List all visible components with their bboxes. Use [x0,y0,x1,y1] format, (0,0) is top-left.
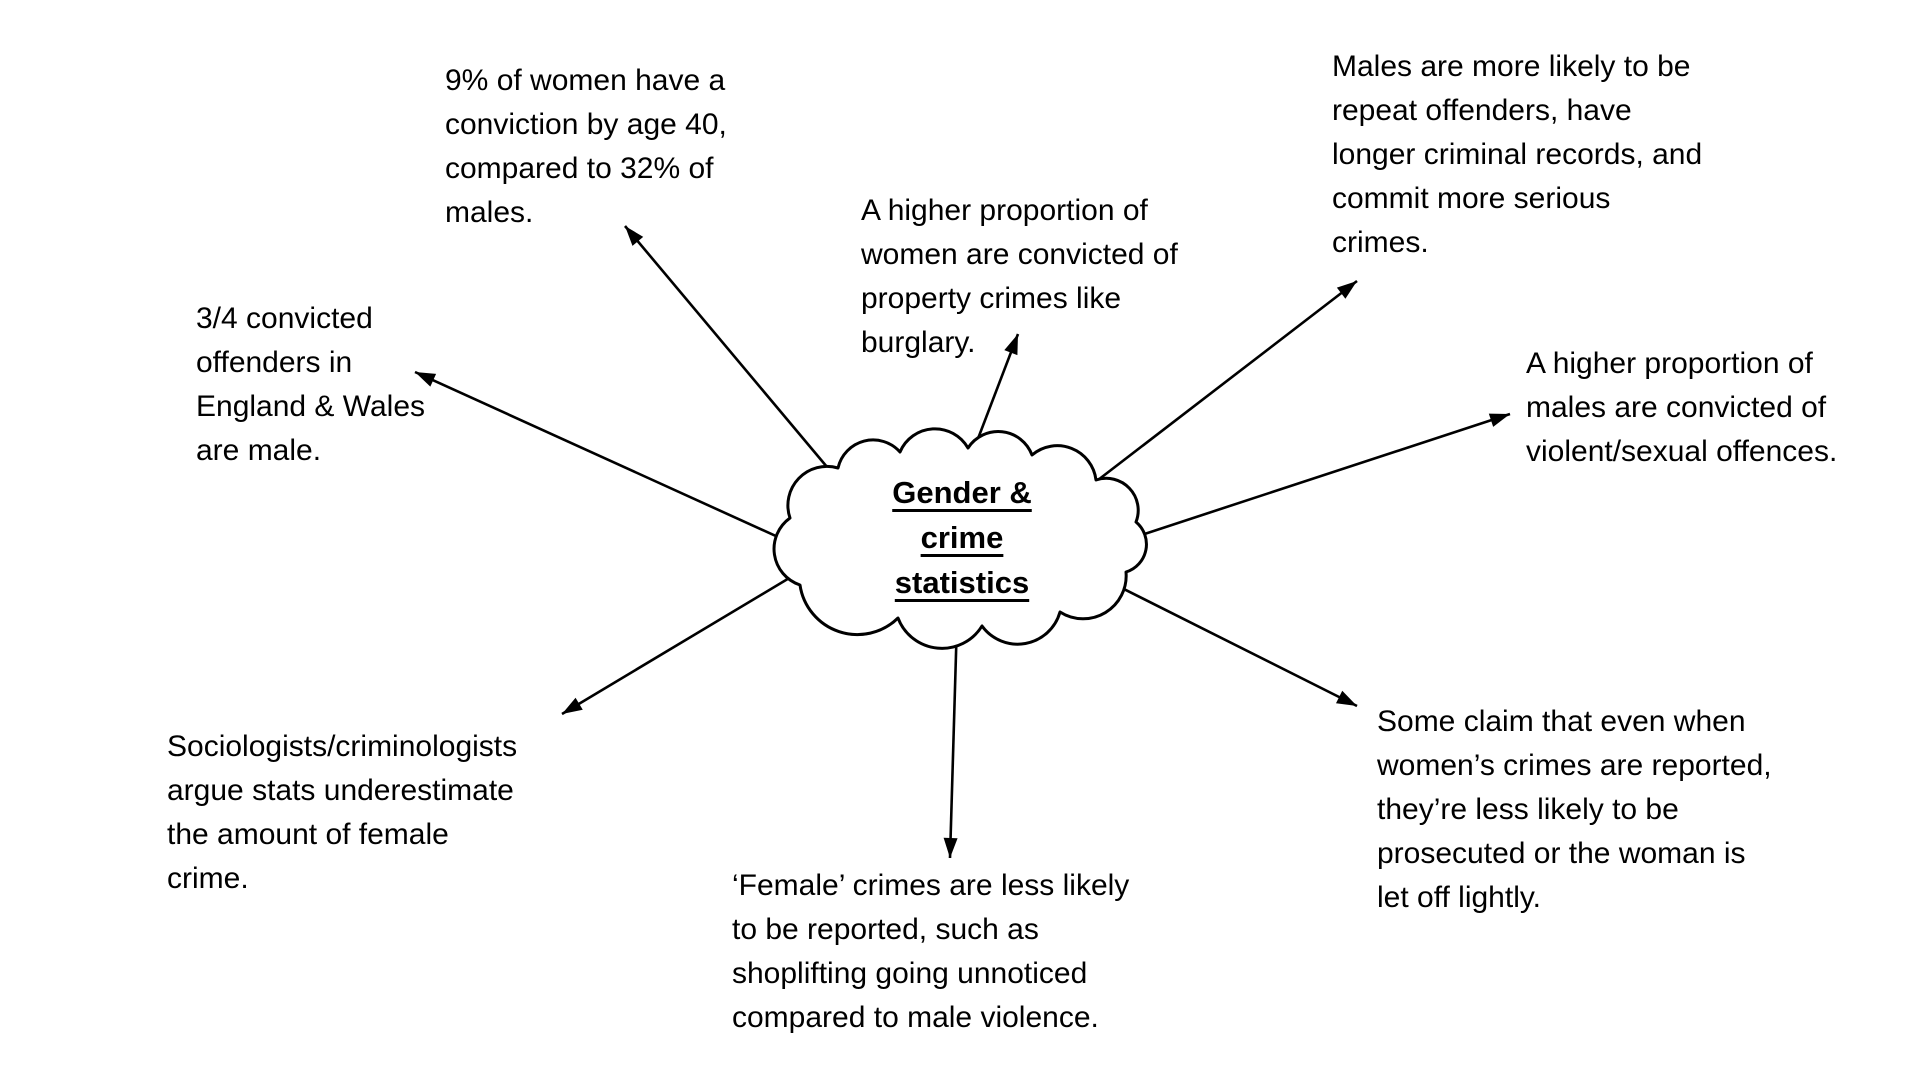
arrow-to-repeat-offenders-note [1084,279,1358,492]
note-female-crimes: ‘Female’ crimes are less likely to be re… [732,869,1130,1034]
arrow-to-conviction-rates-note [624,225,849,493]
note-prosecution: Some claim that even when women’s crimes… [1377,705,1772,914]
cloud-shape [772,427,1148,650]
note-repeat-offenders: Males are more likely to be repeat offen… [1332,50,1703,259]
center-topic-label: Gender & crime statistics [892,475,1032,600]
arrow-to-female-crimes-note [943,619,959,859]
note-conviction-rates: 9% of women have a conviction by age 40,… [445,64,727,229]
note-offenders-male: 3/4 convicted offenders in England & Wal… [196,302,426,467]
arrow-to-sociologists-note [561,566,807,716]
note-violent-offences: A higher proportion of males are convict… [1526,347,1838,468]
arrow-to-violent-offences-note [1119,412,1511,544]
note-property-crimes: A higher proportion of women are convict… [861,194,1178,359]
note-sociologists: Sociologists/criminologists argue stats … [167,730,518,895]
arrow-to-offenders-male-note [414,370,801,549]
